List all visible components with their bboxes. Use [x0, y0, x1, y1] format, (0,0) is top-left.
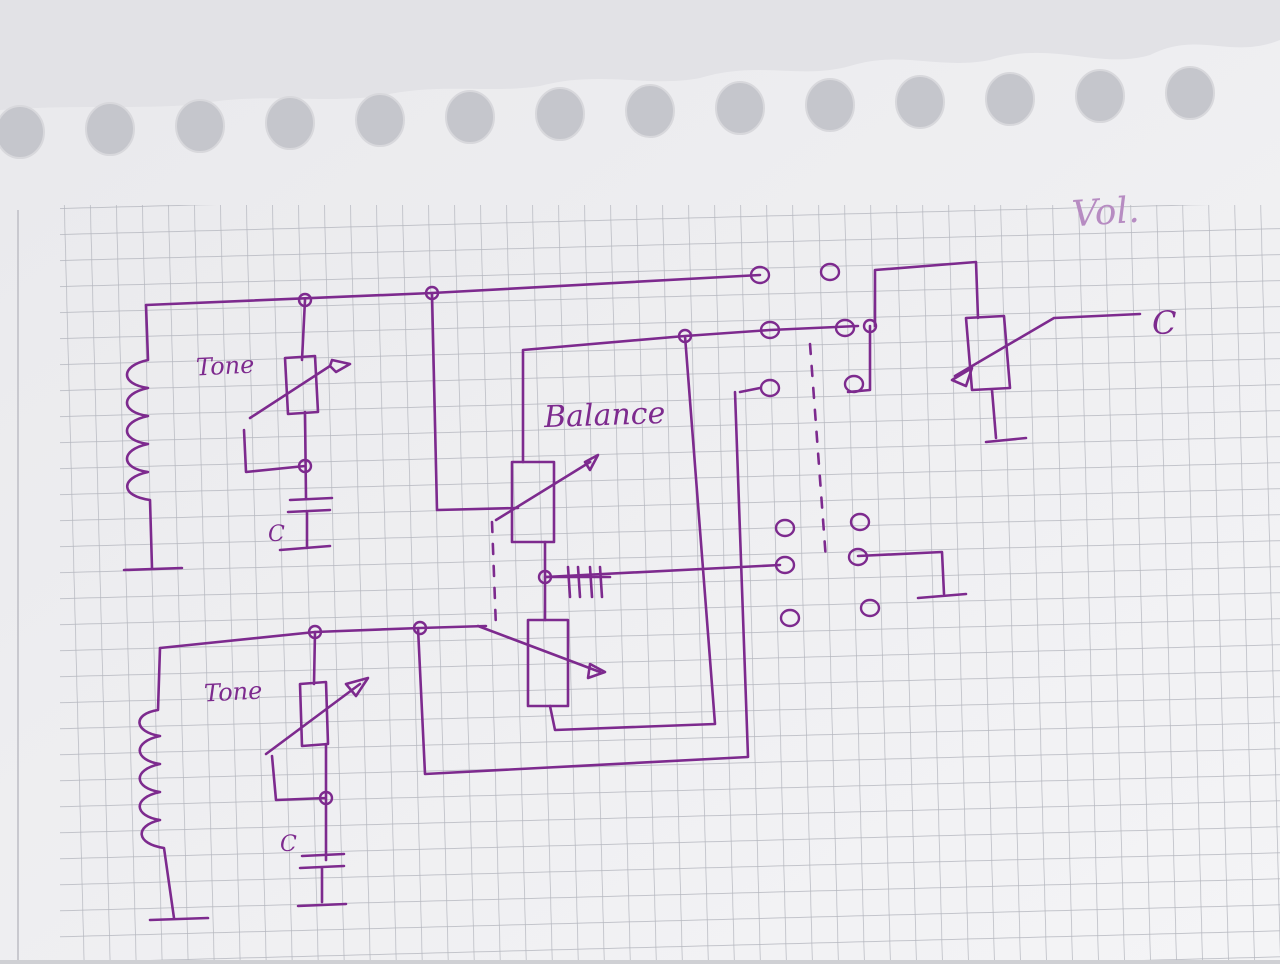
upper-coil-ground	[122, 566, 184, 572]
balance-pot-upper	[510, 460, 556, 544]
balance-ground	[566, 565, 604, 599]
upper-tone-pot	[242, 298, 332, 500]
switch-lug	[847, 547, 869, 567]
binder-hole	[625, 84, 675, 138]
balance-dashed-link	[490, 520, 498, 630]
switch-terminals	[297, 262, 881, 806]
output-jack-label: C	[1152, 304, 1177, 342]
upper-pickup-coil	[125, 303, 154, 570]
junction-dot	[412, 620, 428, 636]
switch-lug	[774, 555, 796, 575]
binder-hole	[85, 102, 135, 156]
junction-dot	[297, 458, 313, 474]
switch-lug	[774, 518, 796, 538]
lower-tone-arrow	[344, 676, 370, 698]
lower-cap-plates	[296, 852, 348, 908]
balance-pot-lower	[526, 618, 570, 708]
wire-node-to-balance	[430, 291, 520, 512]
upper-tone-label: Tone	[195, 350, 255, 382]
volume-label: Vol.	[1070, 189, 1141, 236]
switch-lug	[759, 320, 781, 340]
wire-balance-to-switch	[416, 328, 782, 776]
switch-lug	[834, 318, 856, 338]
switch-lug	[759, 378, 781, 398]
torn-strip	[0, 0, 1280, 110]
lower-tone-label: Tone	[203, 676, 263, 708]
switch-dashed-link	[808, 342, 828, 562]
binder-hole	[985, 72, 1035, 126]
binder-hole	[265, 96, 315, 150]
lower-tone-pot	[264, 630, 362, 862]
grid-paper	[60, 205, 1280, 964]
volume-pot	[953, 312, 1142, 444]
junction-dot	[677, 328, 693, 344]
balance-label: Balance	[543, 395, 666, 436]
upper-capacitor-label: C	[268, 522, 285, 547]
wire-lower-rail	[158, 624, 488, 650]
schematic-circuit	[122, 260, 1142, 922]
switch-lug	[859, 598, 881, 618]
lower-coil-ground	[148, 916, 210, 922]
junction-dot	[297, 292, 313, 308]
balance-wipers	[476, 460, 612, 674]
wire-switch-right	[768, 324, 968, 600]
junction-dot	[307, 624, 323, 640]
binder-hole	[445, 90, 495, 144]
junction-dot	[318, 790, 334, 806]
switch-lug	[749, 265, 771, 285]
lower-pickup-coil	[138, 646, 176, 920]
upper-tone-arrow	[328, 358, 352, 374]
binder-holes	[0, 66, 1215, 159]
switch-lug	[843, 374, 865, 394]
binder-hole	[0, 105, 45, 159]
lower-capacitor-label: C	[280, 832, 297, 857]
binder-hole	[895, 75, 945, 129]
binder-hole	[1165, 66, 1215, 120]
junction-dot	[862, 318, 878, 334]
switch-lug	[819, 262, 841, 282]
junction-dot	[537, 569, 553, 585]
binder-hole	[715, 81, 765, 135]
junction-dot	[424, 285, 440, 301]
switch-lug	[779, 608, 801, 628]
binder-hole	[175, 99, 225, 153]
switch-lug	[849, 512, 871, 532]
binder-hole	[1075, 69, 1125, 123]
binder-hole	[535, 87, 585, 141]
upper-cap-plates	[278, 496, 334, 552]
binder-hole	[355, 93, 405, 147]
binder-hole	[805, 78, 855, 132]
volume-arrow	[950, 366, 974, 388]
balance-arrows	[583, 453, 607, 680]
